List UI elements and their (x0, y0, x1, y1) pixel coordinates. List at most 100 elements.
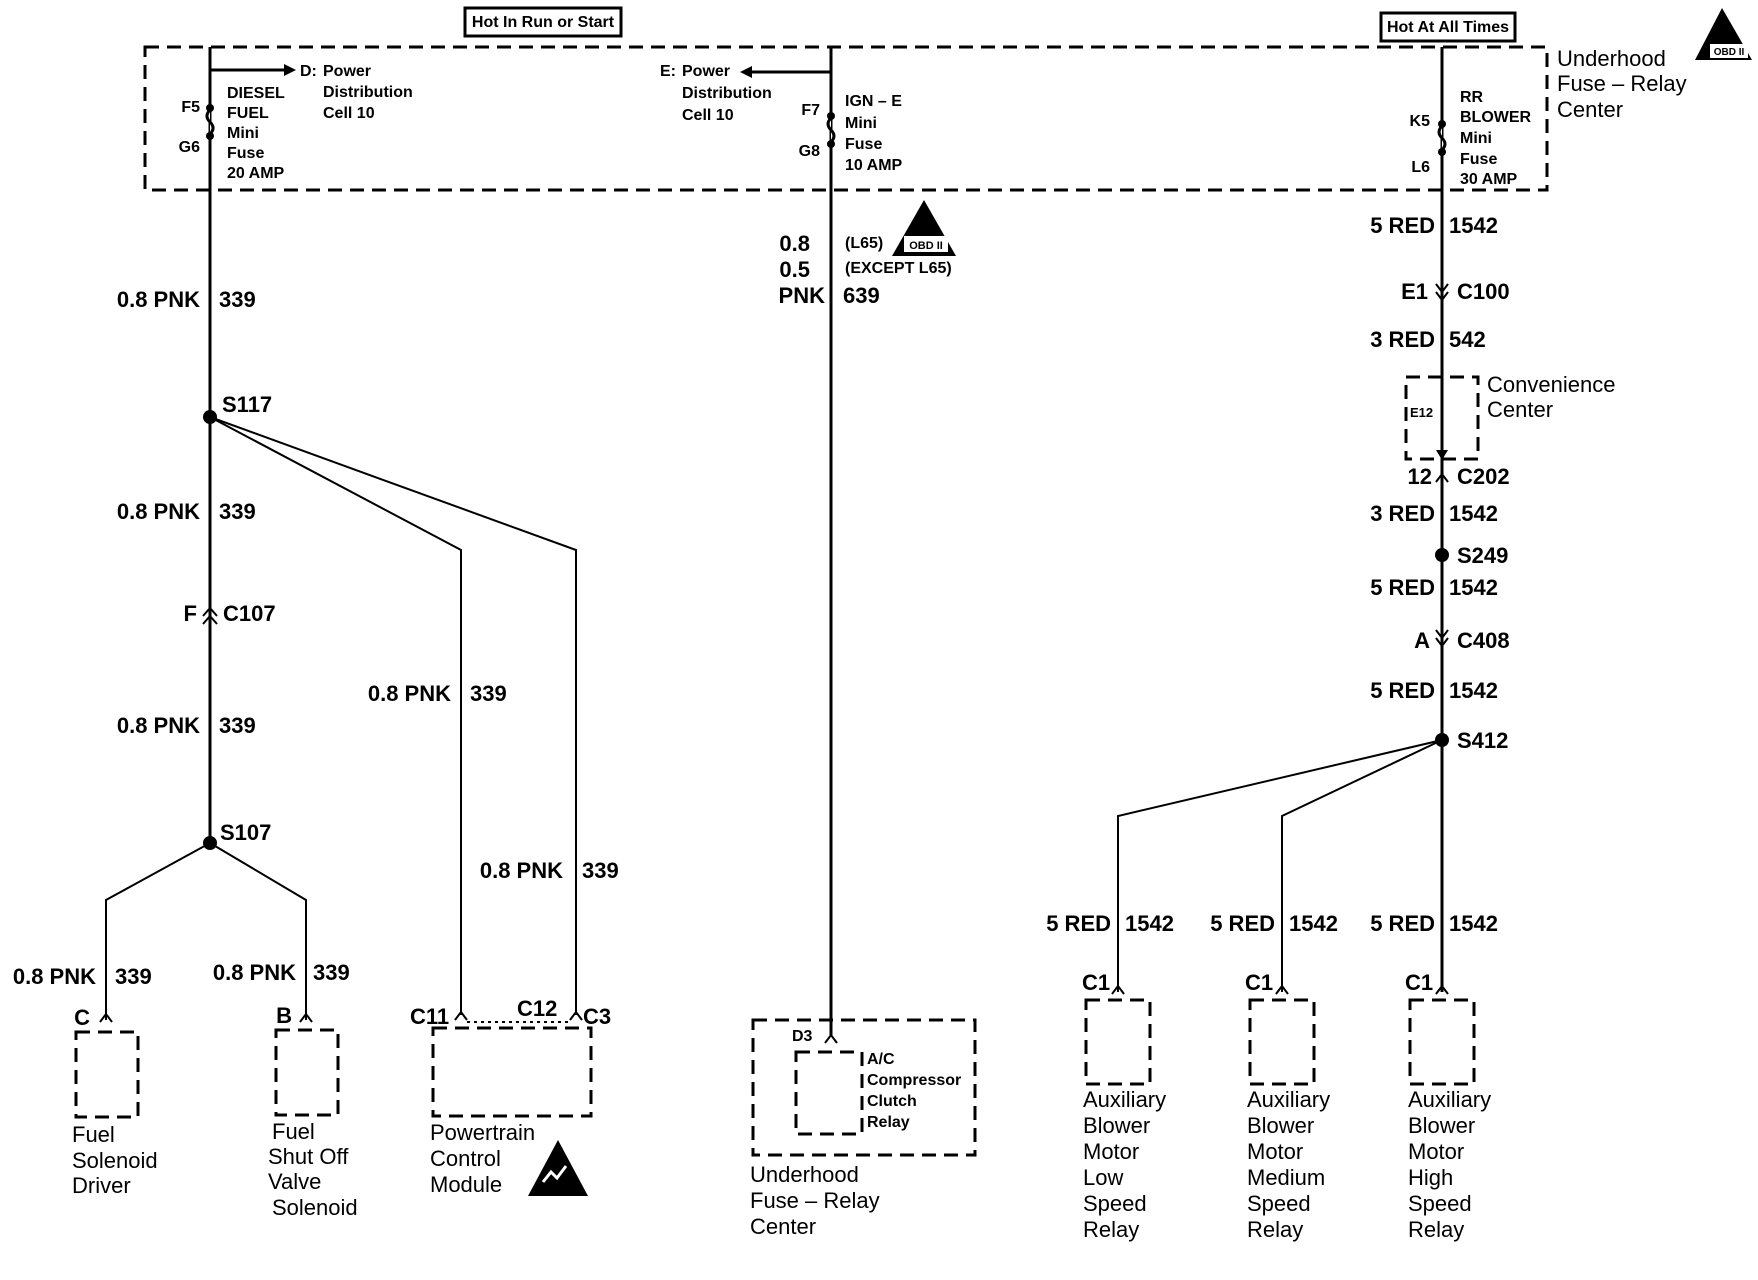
ac-relay-line-3: Clutch (867, 1093, 917, 1110)
low-relay-gauge: 5 RED (1046, 911, 1111, 936)
power-mid-line-1: Power (682, 63, 730, 80)
med-relay-pin: C1 (1245, 970, 1273, 995)
left-wire3-circuit: 339 (219, 713, 256, 738)
fuel-shutoff-valve-box (274, 1028, 340, 1117)
hot-run-start-box (463, 6, 623, 38)
right-wire5-circuit: 1542 (1449, 678, 1498, 703)
fuel-solenoid-line-2: Solenoid (72, 1148, 158, 1173)
connector-c107-pin: F (184, 601, 197, 626)
hot-run-start-label: Hot In Run or Start (472, 14, 615, 31)
fuse-mid-line-4: 10 AMP (845, 157, 903, 174)
pcm-pin-c11: C11 (410, 1004, 449, 1029)
fuse-mid-line-3: Fuse (845, 136, 882, 153)
left-wire1-gauge: 0.8 PNK (117, 287, 200, 312)
c100-label: C100 (1457, 279, 1510, 304)
fuse-left-line-2: FUEL (227, 105, 269, 122)
high-relay-line-1: Auxiliary (1408, 1087, 1491, 1112)
ac-relay-line-1: A/C (867, 1051, 895, 1068)
high-relay-line-4: High (1408, 1165, 1453, 1190)
med-relay-line-4: Medium (1247, 1165, 1325, 1190)
right-wire2-gauge: 3 RED (1370, 327, 1435, 352)
fuse-block-title-2: Fuse – Relay (1557, 71, 1687, 96)
fuse-right-line-1: RR (1460, 89, 1484, 106)
high-relay-line-2: Blower (1408, 1113, 1475, 1138)
right-wire3-gauge: 3 RED (1370, 501, 1435, 526)
fuse-left-line-3: Mini (227, 125, 259, 142)
low-relay-line-6: Relay (1083, 1217, 1139, 1242)
fuel-shutoff-line-2: Shut Off (268, 1144, 349, 1169)
pcm-line-1: Powertrain (430, 1120, 535, 1145)
power-mid-line-3: Cell 10 (682, 107, 734, 124)
mid-gauge-a: 0.8 (779, 231, 810, 256)
pcm-wire-b-circuit: 339 (582, 858, 619, 883)
splice-s249-label: S249 (1457, 543, 1508, 568)
pcm-box (431, 1026, 593, 1118)
medium-speed-relay-box (1248, 998, 1316, 1086)
pcm-wire-a-circuit: 339 (470, 681, 507, 706)
low-relay-line-3: Motor (1083, 1139, 1139, 1164)
high-relay-gauge: 5 RED (1370, 911, 1435, 936)
power-left-line-1: Power (323, 63, 371, 80)
fuse-mid-line-1: IGN – E (845, 93, 902, 110)
conv-center-line-2: Center (1487, 397, 1553, 422)
c202-pin: 12 (1408, 464, 1432, 489)
fuse-right-line-4: Fuse (1460, 151, 1497, 168)
ac-relay-line-2: Compressor (867, 1072, 961, 1089)
mid-center-line-2: Fuse – Relay (750, 1188, 880, 1213)
splice-s412-label: S412 (1457, 728, 1508, 753)
right-wire5-gauge: 5 RED (1370, 678, 1435, 703)
ac-relay-pin: D3 (792, 1028, 813, 1045)
conv-center-line-1: Convenience (1487, 372, 1615, 397)
hot-all-times-box (1379, 11, 1517, 43)
fuse-block-title-3: Center (1557, 97, 1623, 122)
left-wire2-gauge: 0.8 PNK (117, 499, 200, 524)
med-relay-circuit: 1542 (1289, 911, 1338, 936)
fuse-mid-bottom-pin: G8 (799, 143, 820, 160)
wire-to-fuel-solenoid (105, 842, 211, 1020)
fuse-left-line-5: 20 AMP (227, 165, 285, 182)
wire-to-pcm-c3 (209, 416, 577, 1015)
mid-center-line-1: Underhood (750, 1162, 859, 1187)
fuse-right-line-2: BLOWER (1460, 109, 1532, 126)
med-relay-gauge: 5 RED (1210, 911, 1275, 936)
right-wire4-gauge: 5 RED (1370, 575, 1435, 600)
conv-center-pin: E12 (1410, 405, 1433, 420)
high-relay-line-5: Speed (1408, 1191, 1472, 1216)
left-fsd-gauge: 0.8 PNK (13, 964, 96, 989)
c100-pin: E1 (1401, 279, 1428, 304)
high-relay-circuit: 1542 (1449, 911, 1498, 936)
fuel-solenoid-driver-box (74, 1030, 140, 1119)
pcm-wire-a-gauge: 0.8 PNK (368, 681, 451, 706)
mid-color: PNK (779, 283, 826, 308)
wire-to-shutoff-valve (209, 842, 307, 1020)
fuse-mid-line-2: Mini (845, 115, 877, 132)
mid-note-a: (L65) (845, 235, 883, 252)
power-left-line-3: Cell 10 (323, 105, 375, 122)
splice-s117-label: S117 (222, 392, 272, 417)
pcm-pin-c12: C12 (517, 996, 557, 1021)
fuse-left-line-1: DIESEL (227, 85, 285, 102)
power-mid-ref: E: (660, 63, 676, 80)
underhood-fuse-relay-box (143, 45, 1549, 192)
right-wire3-circuit: 1542 (1449, 501, 1498, 526)
med-relay-line-6: Relay (1247, 1217, 1303, 1242)
fuel-shutoff-line-3: Valve (268, 1169, 321, 1194)
fuse-left-line-4: Fuse (227, 145, 264, 162)
right-wire2-circuit: 542 (1449, 327, 1486, 352)
wire-to-med-relay (1281, 739, 1443, 992)
fuel-shutoff-line-1: Fuel (272, 1119, 315, 1144)
wire-to-pcm-c11 (209, 416, 462, 1015)
fuse-right-line-3: Mini (1460, 130, 1492, 147)
splice-s249 (1435, 548, 1449, 562)
connector-c202-symbol (1435, 472, 1449, 483)
low-relay-line-1: Auxiliary (1083, 1087, 1166, 1112)
low-relay-line-2: Blower (1083, 1113, 1150, 1138)
fuse-symbol-left (205, 108, 215, 136)
fuse-right-line-5: 30 AMP (1460, 171, 1518, 188)
fuse-block-title-1: Underhood (1557, 46, 1666, 71)
splice-s107-label: S107 (220, 820, 271, 845)
mid-gauge-b: 0.5 (779, 257, 810, 282)
connector-c408-symbol (1435, 629, 1449, 648)
med-relay-line-5: Speed (1247, 1191, 1311, 1216)
left-fsd-circuit: 339 (115, 964, 152, 989)
